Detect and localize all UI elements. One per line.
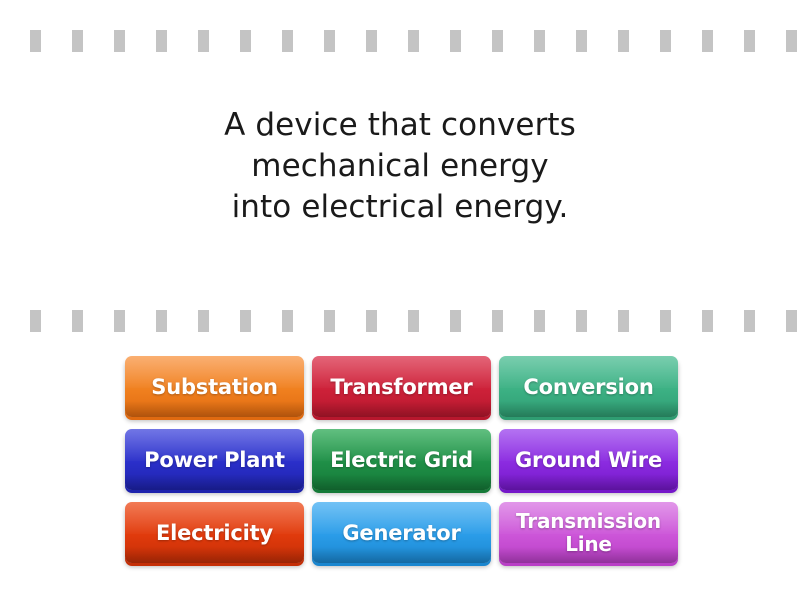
answer-tile-label: Power Plant (144, 447, 285, 472)
perforation-dash (198, 310, 209, 332)
perforation-dash (30, 310, 41, 332)
perforation-dash (240, 310, 251, 332)
perforation-dash (744, 30, 755, 52)
answer-tile[interactable]: Power Plant (125, 429, 304, 490)
perforation-dash (534, 30, 545, 52)
perforation-dash (366, 30, 377, 52)
question-text: A device that converts mechanical energy… (224, 107, 576, 225)
answer-tile[interactable]: Transformer (312, 356, 491, 417)
answer-tile-label: Substation (151, 374, 278, 399)
perforation-dash (240, 30, 251, 52)
perforation-dash (156, 30, 167, 52)
perforation-dash (660, 310, 671, 332)
perforation-dash (534, 310, 545, 332)
perforation-dash (72, 30, 83, 52)
answer-tile[interactable]: Electric Grid (312, 429, 491, 490)
perforation-dash (30, 30, 41, 52)
answer-tile-label: Transformer (330, 374, 473, 399)
perforation-dash (408, 30, 419, 52)
answer-tile[interactable]: Ground Wire (499, 429, 678, 490)
perforation-dash (576, 30, 587, 52)
answer-tile-label: Electric Grid (330, 447, 473, 472)
perforation-dash (408, 310, 419, 332)
perforation-dash (786, 310, 797, 332)
answer-tile-label: Generator (342, 520, 461, 545)
perforation-dash (618, 30, 629, 52)
perforation-dash (282, 310, 293, 332)
perforation-dash (324, 30, 335, 52)
perforation-line-top (0, 30, 800, 52)
answer-tile[interactable]: Generator (312, 502, 491, 563)
perforation-dash (702, 30, 713, 52)
perforation-dash (744, 310, 755, 332)
perforation-dash (576, 310, 587, 332)
perforation-line-middle (0, 310, 800, 332)
perforation-dash (450, 30, 461, 52)
answer-tile[interactable]: Transmission Line (499, 502, 678, 563)
answer-tile-label: Electricity (155, 520, 273, 545)
perforation-dash (660, 30, 671, 52)
answer-tile[interactable]: Conversion (499, 356, 678, 417)
perforation-dash (156, 310, 167, 332)
perforation-dash (618, 310, 629, 332)
answer-tile[interactable]: Substation (125, 356, 304, 417)
question-prompt-area: A device that converts mechanical energy… (0, 105, 800, 255)
perforation-dash (492, 30, 503, 52)
perforation-dash (492, 310, 503, 332)
perforation-dash (114, 310, 125, 332)
perforation-dash (324, 310, 335, 332)
answer-tile[interactable]: Electricity (125, 502, 304, 563)
perforation-dash (198, 30, 209, 52)
perforation-dash (450, 310, 461, 332)
perforation-dash (72, 310, 83, 332)
perforation-dash (282, 30, 293, 52)
perforation-dash (786, 30, 797, 52)
perforation-dash (366, 310, 377, 332)
answer-tile-label: Conversion (523, 374, 654, 399)
perforation-dash (114, 30, 125, 52)
answer-tile-label: Transmission Line (516, 508, 661, 556)
answer-tile-label: Ground Wire (514, 447, 663, 472)
perforation-dash (702, 310, 713, 332)
